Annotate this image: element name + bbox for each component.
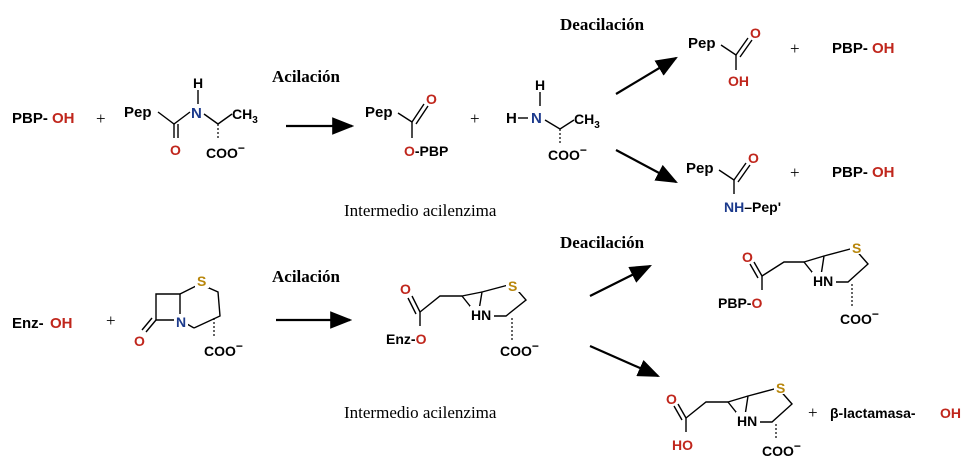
pep-label-2: Pep — [365, 104, 393, 121]
ho-label: HO — [672, 437, 693, 453]
product-pep-cooh: Pep O OH — [688, 25, 761, 89]
carbonyl-o: O — [170, 142, 181, 158]
ch3-label: CH3 — [232, 106, 258, 126]
thiazolidine-s: S — [197, 273, 206, 289]
pbp-label-3: PBP- — [832, 40, 868, 57]
bottom-reaction: Enz- OH + S N O COO− Acilación O — [12, 233, 961, 459]
pbp-o-label: PBP-O — [718, 295, 762, 311]
oh-label-4: OH — [872, 164, 895, 181]
acyl-o-3: O — [742, 249, 753, 265]
released-amine: H N H CH3 COO− — [506, 77, 600, 163]
oh-label-3: OH — [872, 40, 895, 57]
product-pbp-oh-1: PBP- OH — [832, 40, 895, 57]
ch3-label-2: CH3 — [574, 111, 600, 131]
plus-2: + — [470, 109, 480, 128]
pep-label-3: Pep — [688, 35, 716, 52]
acyl-o: O — [400, 281, 411, 297]
penicilloic-acid: O HO S HN COO− — [666, 380, 801, 459]
deacilacion-label-top: Deacilación — [560, 15, 645, 34]
amide-h: H — [193, 75, 203, 91]
product-blactamase: β-lactamasa- OH — [830, 405, 961, 421]
intermedio-label-bottom: Intermedio acilenzima — [344, 403, 497, 422]
amine-n: N — [531, 110, 542, 127]
pep-label-4: Pep — [686, 160, 714, 177]
pep-label: Pep — [124, 104, 152, 121]
oh-label: OH — [52, 110, 75, 127]
coo-label-4: COO− — [500, 339, 539, 359]
plus-3: + — [790, 39, 800, 58]
product-crosslink: Pep O NH–Pep' — [686, 150, 781, 215]
acid-o: O — [666, 391, 677, 407]
s-4: S — [776, 380, 785, 396]
nh-pep-label: NH–Pep' — [724, 199, 781, 215]
s-2: S — [508, 278, 517, 294]
pbp-label: PBP- — [12, 110, 48, 127]
intermedio-label-top: Intermedio acilenzima — [344, 201, 497, 220]
penicilloyl-enzyme: O Enz-O S HN COO− — [386, 278, 539, 359]
acilacion-label-top: Acilación — [272, 67, 341, 86]
reactant-pbp-oh: PBP- OH — [12, 110, 75, 127]
deacilacion-label-bottom: Deacilación — [560, 233, 645, 252]
peptide-substrate: Pep O N H CH3 COO− — [124, 75, 258, 161]
deacylation-arrow-up — [615, 56, 678, 95]
hn-3: HN — [813, 273, 833, 289]
penicillin-core: S N O COO− — [134, 272, 243, 359]
enz-label: Enz- — [12, 315, 44, 332]
plus-1: + — [96, 109, 106, 128]
coo-label-2: COO− — [548, 143, 587, 163]
enz-o-label: Enz-O — [386, 331, 427, 347]
plus-5: + — [106, 311, 116, 330]
lactam-n: N — [176, 314, 186, 330]
product-pbp-oh-2: PBP- OH — [832, 164, 895, 181]
hn-2: HN — [471, 307, 491, 323]
coo-label-5: COO− — [840, 307, 879, 327]
blactamase-oh: OH — [940, 405, 961, 421]
hn-4: HN — [737, 413, 757, 429]
deacylation-arrow-down-2 — [589, 344, 661, 378]
s-3: S — [852, 240, 861, 256]
deacylation-arrow-down — [615, 149, 678, 184]
reactant-enz-oh: Enz- OH — [12, 315, 73, 332]
h-dash: H — [506, 110, 517, 127]
plus-4: + — [790, 163, 800, 182]
coo-label: COO− — [206, 141, 245, 161]
pbp-label-4: PBP- — [832, 164, 868, 181]
plus-6: + — [808, 403, 818, 422]
lactam-o: O — [134, 333, 145, 349]
blactamase-label: β-lactamasa- — [830, 405, 916, 421]
top-reaction: PBP- OH + Pep O N H CH3 COO− Acilación P… — [12, 15, 895, 220]
enz-oh: OH — [50, 315, 73, 332]
carbonyl-o-2: O — [426, 91, 437, 107]
acilacion-label-bottom: Acilación — [272, 267, 341, 286]
coo-label-3: COO− — [204, 339, 243, 359]
acid-oh: OH — [728, 73, 749, 89]
amide-n: N — [191, 105, 202, 122]
acyl-enzyme-top: Pep O O-PBP — [365, 91, 448, 159]
deacylation-arrow-up-2 — [589, 265, 652, 297]
coo-label-6: COO− — [762, 439, 801, 459]
carbonyl-o-4: O — [748, 150, 759, 166]
penicilloyl-pbp: O PBP-O S HN COO− — [718, 240, 879, 327]
amine-h: H — [535, 77, 545, 93]
o-pbp-label: O-PBP — [404, 143, 448, 159]
carbonyl-o-3: O — [750, 25, 761, 41]
